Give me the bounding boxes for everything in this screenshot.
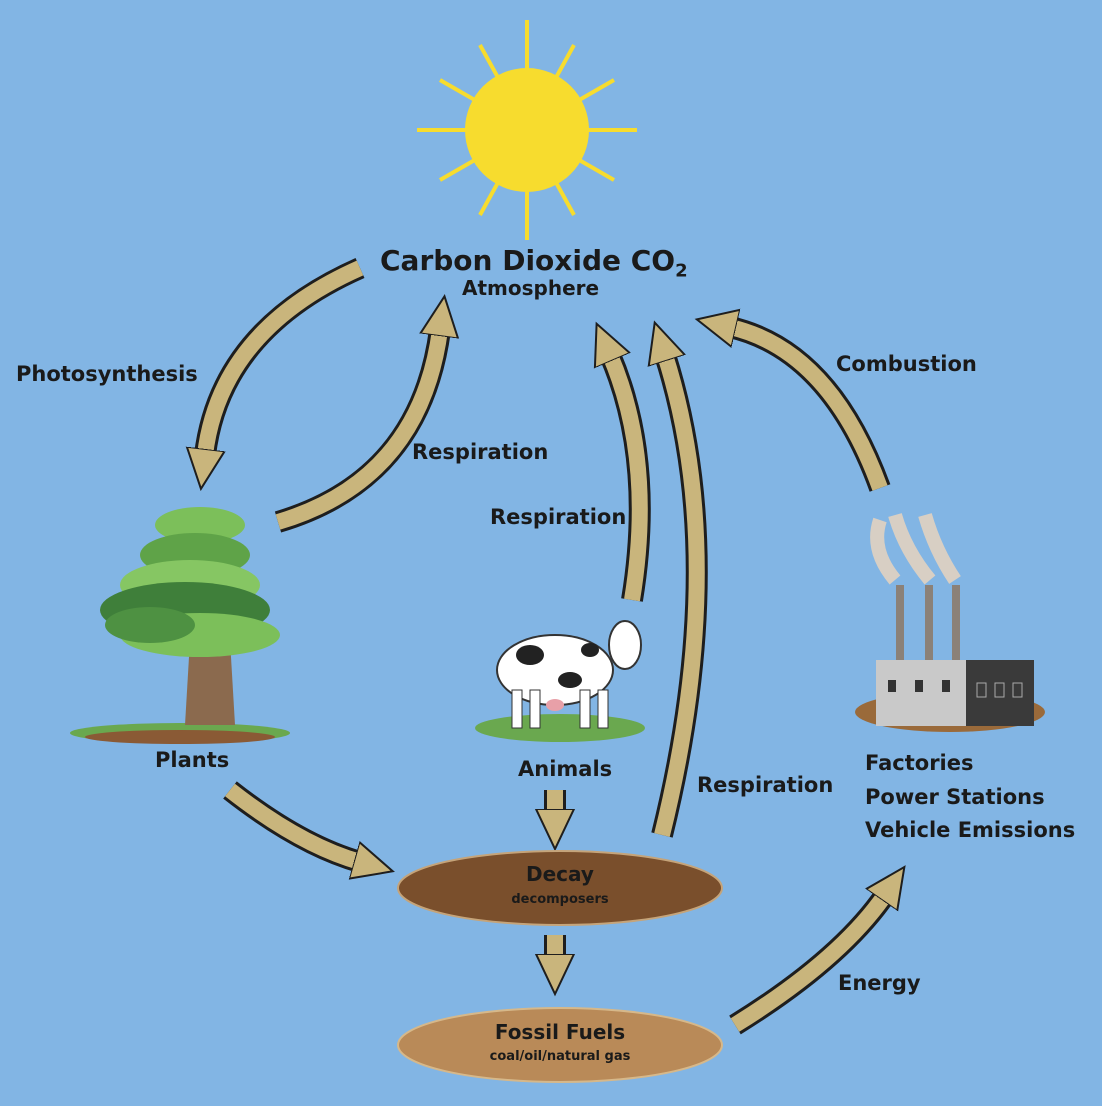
decay-respiration-arrow [662,355,708,838]
vehicle-emissions-label: Vehicle Emissions [865,818,1076,842]
combustion-arrow [730,327,891,492]
combustion-label: Combustion [836,352,977,376]
decay-title: Decay [526,862,594,886]
tree-icon [70,507,290,744]
photosynthesis-arrow [205,257,365,455]
animals-label: Animals [518,757,613,781]
fossil-fuels-title: Fossil Fuels [494,1020,626,1044]
respiration-animals-label: Respiration [490,505,627,529]
energy-label: Energy [838,971,921,995]
plant-respiration-arrow [274,330,440,533]
factory-icon [855,512,1045,732]
respiration-decay-label: Respiration [697,773,834,797]
decay-subtitle: decomposers [511,892,609,907]
fossil-fuels-ellipse [397,1007,723,1083]
sun-icon [417,20,637,240]
power-stations-label: Power Stations [865,785,1045,809]
energy-arrow [729,895,885,1035]
fossil-fuels-subtitle: coal/oil/natural gas [489,1049,631,1064]
decay-ellipse [397,850,723,926]
atmosphere-title: Carbon Dioxide CO2 [380,244,688,282]
cow-icon [475,620,645,742]
photosynthesis-label: Photosynthesis [16,362,198,386]
plants-label: Plants [155,748,230,772]
atmosphere-subtitle: Atmosphere [462,276,600,300]
respiration-plants-label: Respiration [412,440,549,464]
plants-to-decay-arrow [223,781,360,862]
animal-respiration-arrow [610,355,651,602]
factories-label: Factories [865,751,974,775]
